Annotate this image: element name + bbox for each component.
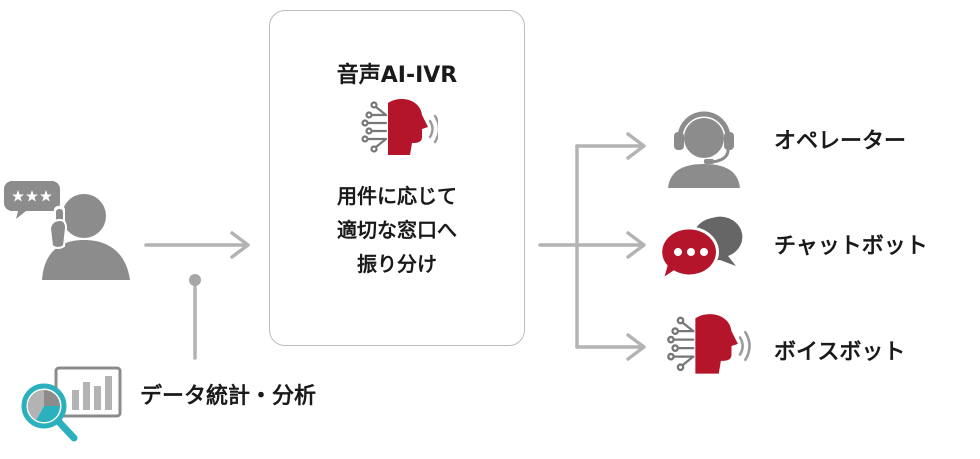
- ivr-desc-line-2: 適切な窓口へ: [337, 218, 457, 242]
- caller-with-phone-icon: [2, 176, 134, 286]
- voice-ai-head-icon: [658, 312, 754, 384]
- target-label-operator: オペレーター: [774, 129, 907, 154]
- voice-ai-head-icon: [358, 97, 441, 165]
- analytics-magnifier-icon: [16, 362, 126, 450]
- ivr-box: 音声AI-IVR 用件に応じて 適切な窓口へ 振り分け: [269, 10, 525, 346]
- target-label-voicebot: ボイスボット: [774, 340, 906, 365]
- operator-headset-icon: [664, 104, 744, 192]
- ivr-title: 音声AI-IVR: [336, 63, 458, 88]
- target-label-chatbot: チャットボット: [774, 234, 928, 259]
- chat-bubbles-icon: [658, 214, 752, 286]
- ivr-desc-line-3: 振り分け: [357, 252, 437, 276]
- ivr-desc-line-1: 用件に応じて: [337, 184, 457, 208]
- data-stats-label: データ統計・分析: [140, 384, 317, 409]
